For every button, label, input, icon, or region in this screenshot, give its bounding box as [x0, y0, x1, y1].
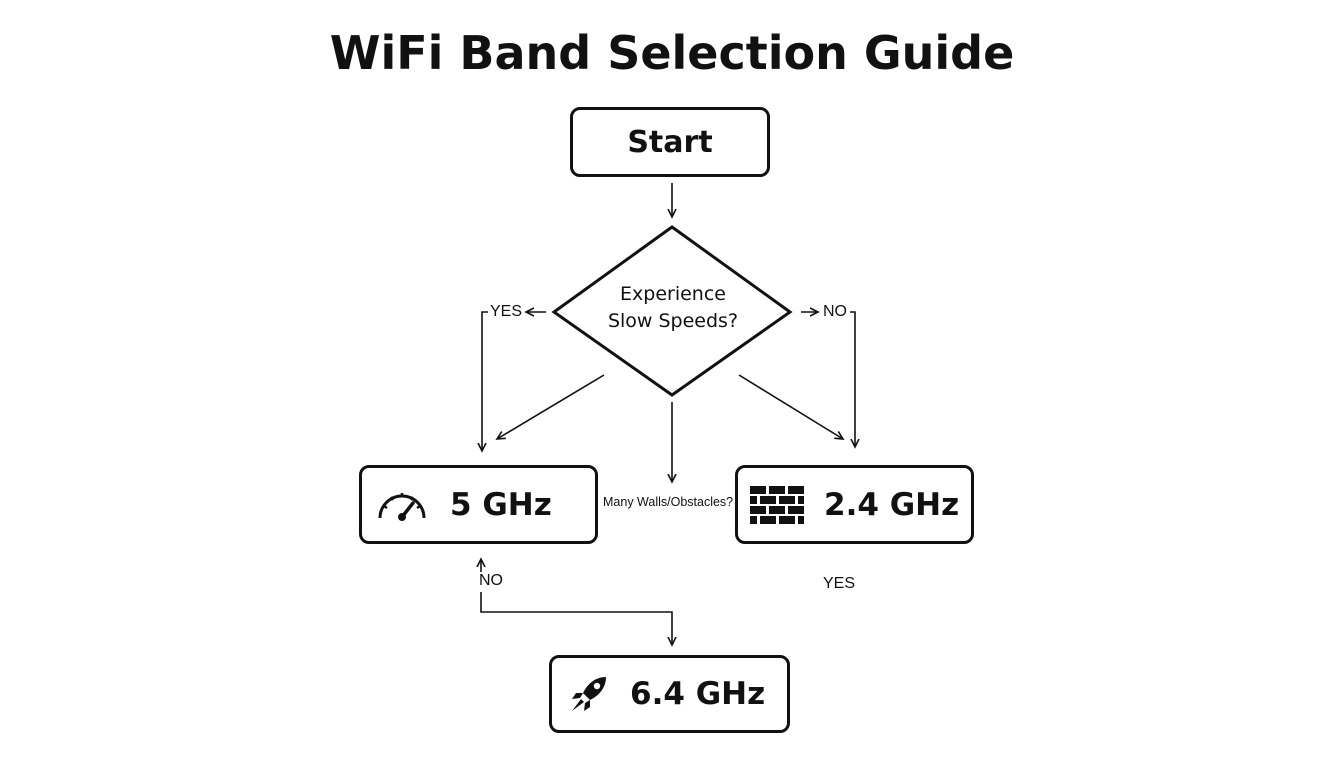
decision-diamond: [551, 225, 793, 397]
decision-question: Experience Slow Speeds?: [573, 281, 773, 335]
band-2-4ghz-label: 2.4 GHz: [824, 486, 960, 523]
no-right-label: NO: [823, 303, 847, 320]
decision-line-1: Experience: [620, 283, 726, 305]
speedometer-icon: [376, 488, 428, 522]
yes-bottom-label: YES: [823, 575, 856, 592]
band-6-4ghz-label: 6.4 GHz: [630, 676, 766, 712]
band-2-4ghz-node: 2.4 GHz: [735, 465, 974, 544]
brick-wall-icon: [750, 485, 804, 524]
arrow-diagonal-left: [497, 374, 605, 439]
no-bottom-label: NO: [479, 572, 503, 589]
line-no-right: [850, 311, 855, 447]
decision-line-2: Slow Speeds?: [607, 310, 739, 332]
rocket-icon: [568, 673, 610, 715]
line-no-to-6-4ghz: [480, 592, 672, 645]
arrow-diagonal-right: [738, 374, 843, 439]
band-5ghz-node: 5 GHz: [359, 465, 598, 544]
page-title: WiFi Band Selection Guide: [329, 26, 1015, 80]
band-6-4ghz-node: 6.4 GHz: [549, 655, 790, 733]
start-node: Start: [570, 107, 770, 177]
band-5ghz-label: 5 GHz: [450, 486, 552, 523]
start-label: Start: [627, 124, 713, 160]
line-yes-left: [482, 311, 488, 451]
yes-left-label: YES: [490, 303, 523, 320]
many-walls-question: Many Walls/Obstacles?: [603, 495, 734, 509]
